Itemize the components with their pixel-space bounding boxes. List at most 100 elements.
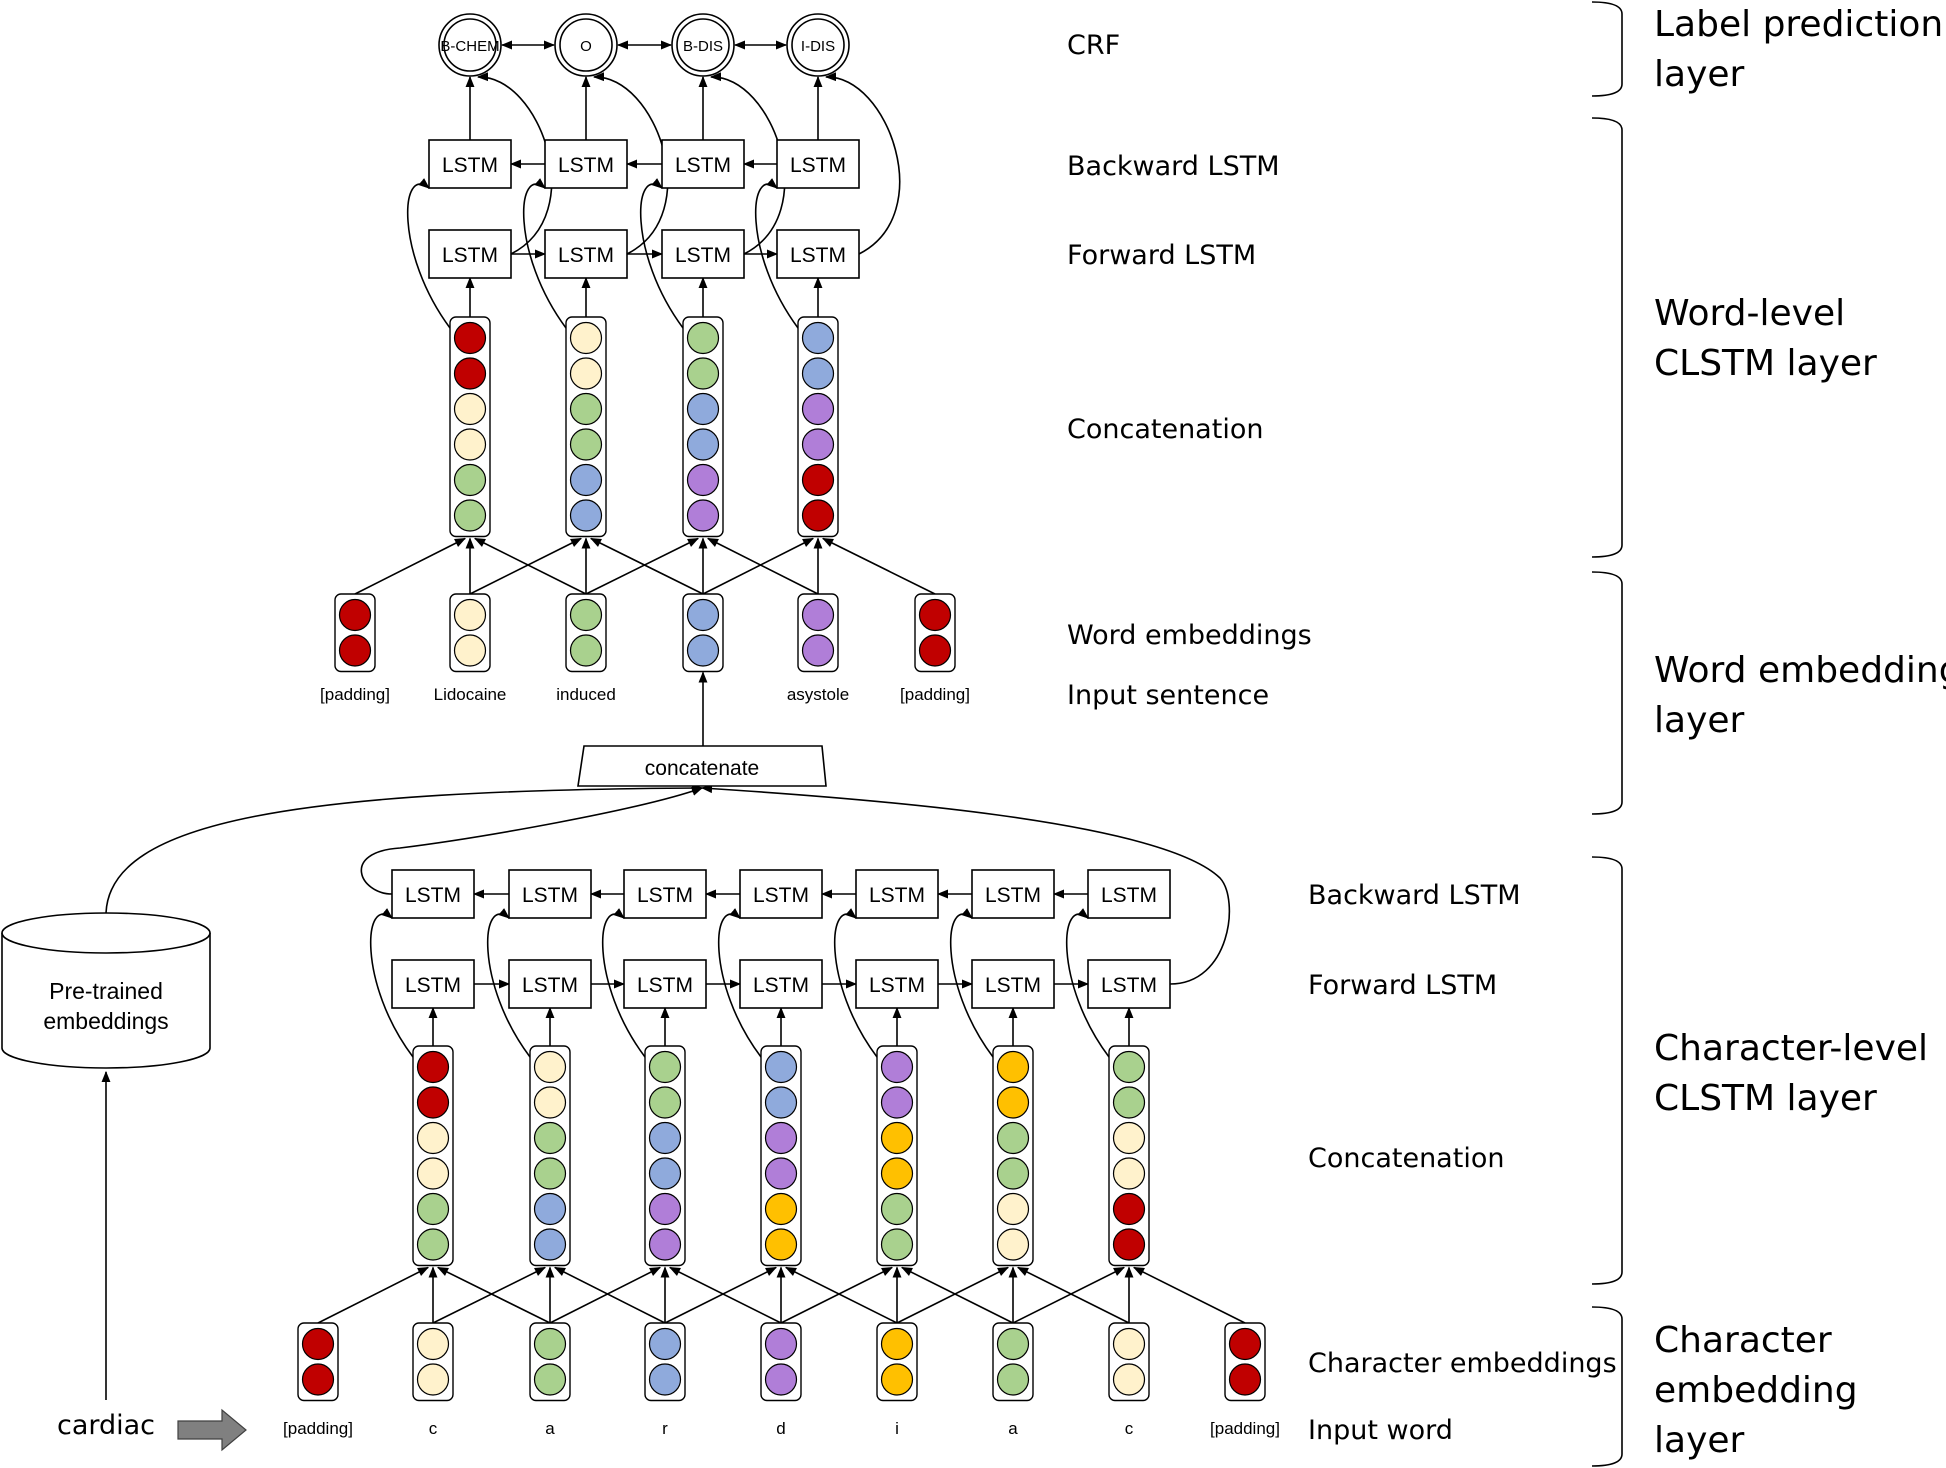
word-embedding-column-cell <box>918 634 952 667</box>
word-embedding-column-cell <box>801 634 835 667</box>
word-token: [padding] <box>900 685 970 704</box>
word-concat-column-cell <box>569 428 603 461</box>
word-concat-column-cell <box>569 357 603 390</box>
char-backward-lstm-label: LSTM <box>405 884 461 907</box>
row-label-char-concat: Concatenation <box>1308 1143 1504 1174</box>
char-forward-lstm <box>1087 959 1171 1009</box>
word-embedding-column-cell <box>801 598 835 632</box>
char-embedding-column-cell <box>880 1363 914 1396</box>
word-embedding-column-cell <box>453 598 487 632</box>
input-word-text: cardiac <box>57 1410 155 1441</box>
char-concat-column-cell <box>416 1192 450 1226</box>
word-token: asystole <box>787 685 849 704</box>
word-backward-lstm <box>661 139 745 189</box>
char-forward-lstm-label: LSTM <box>753 974 809 997</box>
word-concat-column-cell <box>453 357 487 390</box>
char-concat-to-backward <box>949 908 994 1058</box>
char-concat-column-cell <box>416 1050 450 1084</box>
char-backward-lstm <box>971 869 1055 919</box>
layer-labels: Label prediction layer Word-level CLSTM … <box>1654 4 1946 1461</box>
word-emb-link <box>821 537 936 595</box>
word-backward-lstm-label: LSTM <box>790 154 846 177</box>
pretrained-label-line2: embeddings <box>43 1008 168 1034</box>
brace-word-clstm <box>1591 117 1623 558</box>
char-forward-lstm-label: LSTM <box>1101 974 1157 997</box>
word-concat-column-cell <box>801 392 835 426</box>
word-embedding-column-cell <box>686 634 720 667</box>
word-forward-lstm-label: LSTM <box>790 244 846 267</box>
row-label-word-embeddings: Word embeddings <box>1067 620 1312 651</box>
char-concat-column-cell <box>648 1192 682 1226</box>
word-backward-lstm-label: LSTM <box>675 154 731 177</box>
char-concat-column-cell <box>648 1121 682 1155</box>
brace-char-embedding <box>1591 1306 1623 1467</box>
word-embedding-column-cell <box>569 598 603 632</box>
char-embedding-column-cell <box>880 1327 914 1361</box>
word-backward-lstm-label: LSTM <box>558 154 614 177</box>
char-backward-lstm-label: LSTM <box>869 884 925 907</box>
char-concat-column-cell <box>533 1050 567 1084</box>
word-emb-link <box>354 537 466 595</box>
char-concat-to-backward <box>717 908 762 1058</box>
crf-node-inner <box>676 18 730 72</box>
crf-node-inner <box>791 18 845 72</box>
word-forward-lstm-label: LSTM <box>558 244 614 267</box>
crf-label: B-CHEM <box>440 38 499 55</box>
char-concat-column-cell <box>880 1121 914 1155</box>
char-emb-link <box>1132 1266 1246 1324</box>
word-token: [padding] <box>320 685 390 704</box>
char-token: a <box>1008 1419 1018 1438</box>
word-forward-lstm <box>776 229 860 279</box>
char-embedding-column-cell <box>533 1363 567 1396</box>
char-concat-column-cell <box>416 1086 450 1119</box>
char-concat-column-cell <box>996 1121 1030 1155</box>
word-backward-lstm <box>776 139 860 189</box>
word-emb-link <box>589 537 704 595</box>
char-token: r <box>662 1419 668 1438</box>
char-embedding-column-cell <box>1112 1327 1146 1361</box>
char-embedding-column-cell <box>1228 1363 1262 1396</box>
layer-label-prediction-2: layer <box>1654 54 1745 95</box>
word-concat-column-cell <box>569 321 603 355</box>
word-forward-to-crf <box>824 72 901 255</box>
layer-label-char-clstm-2: CLSTM layer <box>1654 1078 1877 1119</box>
word-embedding-column-cell <box>686 598 720 632</box>
layer-label-char-embedding-1: Character <box>1654 1320 1832 1361</box>
char-concat-column-cell <box>764 1228 798 1261</box>
char-forward-lstm <box>739 959 823 1009</box>
char-concat-column-cell <box>764 1157 798 1190</box>
layer-label-char-embedding-3: layer <box>1654 1420 1745 1461</box>
row-label-word-forward: Forward LSTM <box>1067 240 1256 271</box>
char-embedding-column-cell <box>416 1327 450 1361</box>
char-emb-link <box>432 1266 547 1324</box>
layer-label-char-embedding-2: embedding <box>1654 1370 1858 1411</box>
char-concat-column-cell <box>648 1086 682 1119</box>
char-concat-column-cell <box>764 1086 798 1119</box>
char-concat-column-cell <box>648 1157 682 1190</box>
word-forward-lstm <box>544 229 628 279</box>
char-emb-link <box>549 1266 661 1324</box>
char-concat-column-cell <box>533 1086 567 1119</box>
char-concat-to-backward <box>833 908 878 1058</box>
word-emb-link <box>469 537 583 595</box>
char-concat-column-cell <box>416 1228 450 1261</box>
word-embedding-column-cell <box>569 634 603 667</box>
word-token: induced <box>556 685 616 704</box>
char-concat-column-cell <box>416 1121 450 1155</box>
char-concat-column-cell <box>764 1192 798 1226</box>
crf-label: B-DIS <box>683 38 723 55</box>
char-concat-column-cell <box>533 1192 567 1226</box>
char-concat-column-cell <box>533 1157 567 1190</box>
concatenate-block: concatenate <box>577 745 827 787</box>
brace-char-clstm <box>1591 856 1623 1285</box>
row-label-word-backward: Backward LSTM <box>1067 151 1280 182</box>
row-label-input-word: Input word <box>1308 1415 1453 1446</box>
row-label-crf: CRF <box>1067 30 1120 61</box>
crf-node-inner <box>559 18 613 72</box>
char-embedding-column-cell <box>764 1327 798 1361</box>
char-forward-lstm <box>971 959 1055 1009</box>
word-emb-link <box>473 537 587 595</box>
char-concat-column-cell <box>416 1157 450 1190</box>
word-concat-column-cell <box>801 357 835 390</box>
char-concat-column-cell <box>996 1228 1030 1261</box>
